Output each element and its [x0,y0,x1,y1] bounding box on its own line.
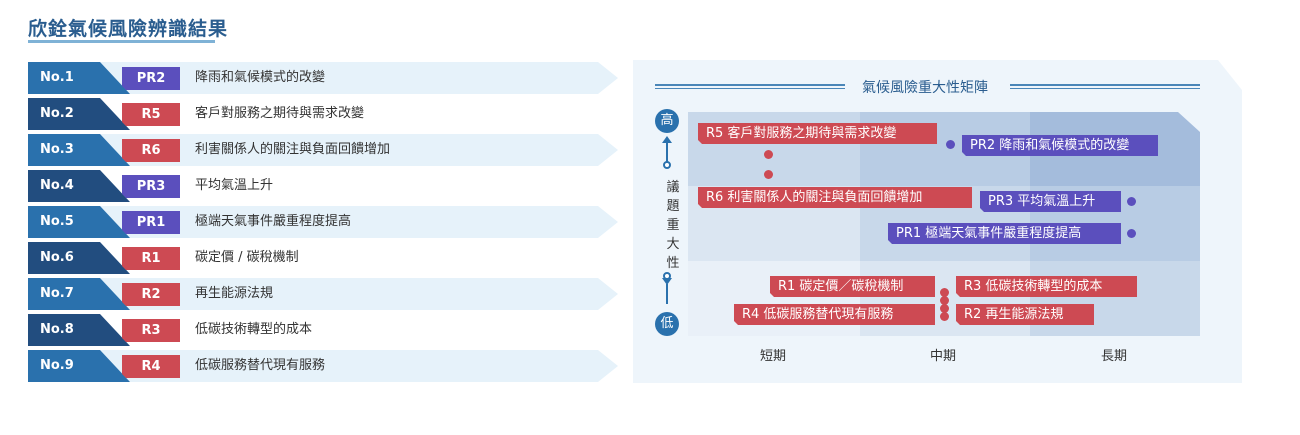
x-tick-short: 短期 [760,349,787,364]
risk-label: 極端天氣事件嚴重程度提高 [195,214,352,229]
risk-code-badge: PR2 [122,67,180,90]
matrix-tag-pr3: PR3 平均氣溫上升 [980,191,1121,212]
y-axis-low-marker: 低 [655,312,679,336]
y-axis-line-top [666,142,668,162]
ranking-list: No.1 PR2 降雨和氣候模式的改變 No.2 R5 客戶對服務之期待與需求改… [28,60,618,384]
risk-code-badge: R2 [122,283,180,306]
matrix-tag-pr2: PR2 降雨和氣候模式的改變 [962,135,1158,156]
y-axis-char: 性 [666,256,680,271]
x-tick-mid: 中期 [930,349,957,364]
ranking-row: No.6 R1 碳定價 / 碳稅機制 [28,240,618,276]
y-axis-up-arrow [662,136,672,143]
y-axis-open-dot-bottom [663,272,671,280]
matrix-title-text: 氣候風險重大性矩陣 [856,80,994,96]
y-axis-char: 大 [666,237,680,252]
connector-dot [940,296,949,305]
risk-code-badge: R6 [122,139,180,162]
marker-dot-pr3 [1127,197,1136,206]
connector-dot [940,304,949,313]
risk-label: 低碳技術轉型的成本 [195,322,313,337]
ranking-row: No.2 R5 客戶對服務之期待與需求改變 [28,96,618,132]
matrix-title-rule-right [1010,84,1200,89]
risk-label: 平均氣溫上升 [195,178,274,193]
title-underline [28,40,215,43]
y-axis-char: 議 [666,180,680,195]
page-title: 欣銓氣候風險辨識結果 [28,18,229,40]
y-axis-high-marker: 高 [655,109,679,133]
risk-code-badge: PR1 [122,211,180,234]
ranking-row: No.7 R2 再生能源法規 [28,276,618,312]
risk-label: 碳定價 / 碳稅機制 [195,250,299,265]
y-axis-char: 重 [666,218,680,233]
risk-code-badge: R3 [122,319,180,342]
matrix-title: 氣候風險重大性矩陣 [633,77,1217,97]
risk-code-badge: R5 [122,103,180,126]
matrix-tag-r2: R2 再生能源法規 [956,304,1094,325]
matrix-tag-r4: R4 低碳服務替代現有服務 [734,304,935,325]
y-axis-line-bottom [666,284,668,304]
risk-label: 利害關係人的關注與負面回饋增加 [195,142,391,157]
risk-code-badge: PR3 [122,175,180,198]
connector-dot [940,288,949,297]
x-tick-long: 長期 [1101,349,1128,364]
y-axis-char: 題 [666,199,680,214]
y-axis-open-dot-top [663,161,671,169]
ranking-row: No.1 PR2 降雨和氣候模式的改變 [28,60,618,96]
matrix-tag-r3: R3 低碳技術轉型的成本 [956,276,1137,297]
risk-label: 低碳服務替代現有服務 [195,358,326,373]
matrix-tag-r5: R5 客戶對服務之期待與需求改變 [698,123,937,144]
ranking-row: No.8 R3 低碳技術轉型的成本 [28,312,618,348]
matrix-tag-pr1: PR1 極端天氣事件嚴重程度提高 [888,223,1121,244]
marker-dot-pr2 [946,140,955,149]
ranking-row: No.4 PR3 平均氣溫上升 [28,168,618,204]
ranking-row: No.5 PR1 極端天氣事件嚴重程度提高 [28,204,618,240]
connector-dot [940,312,949,321]
connector-dot [764,170,773,179]
ranking-row: No.9 R4 低碳服務替代現有服務 [28,348,618,384]
matrix-title-rule-left [655,84,845,89]
risk-label: 再生能源法規 [195,286,274,301]
rank-number: No.8 [28,314,130,346]
risk-label: 降雨和氣候模式的改變 [195,70,326,85]
matrix-tag-r1: R1 碳定價／碳稅機制 [770,276,935,297]
ranking-row: No.3 R6 利害關係人的關注與負面回饋增加 [28,132,618,168]
y-axis-label: 議 題 重 大 性 [666,178,680,273]
connector-dot [764,150,773,159]
risk-label: 客戶對服務之期待與需求改變 [195,106,365,121]
risk-code-badge: R1 [122,247,180,270]
risk-code-badge: R4 [122,355,180,378]
rank-number: No.4 [28,170,130,202]
matrix-tag-r6: R6 利害關係人的關注與負面回饋增加 [698,187,972,208]
marker-dot-pr1 [1127,229,1136,238]
